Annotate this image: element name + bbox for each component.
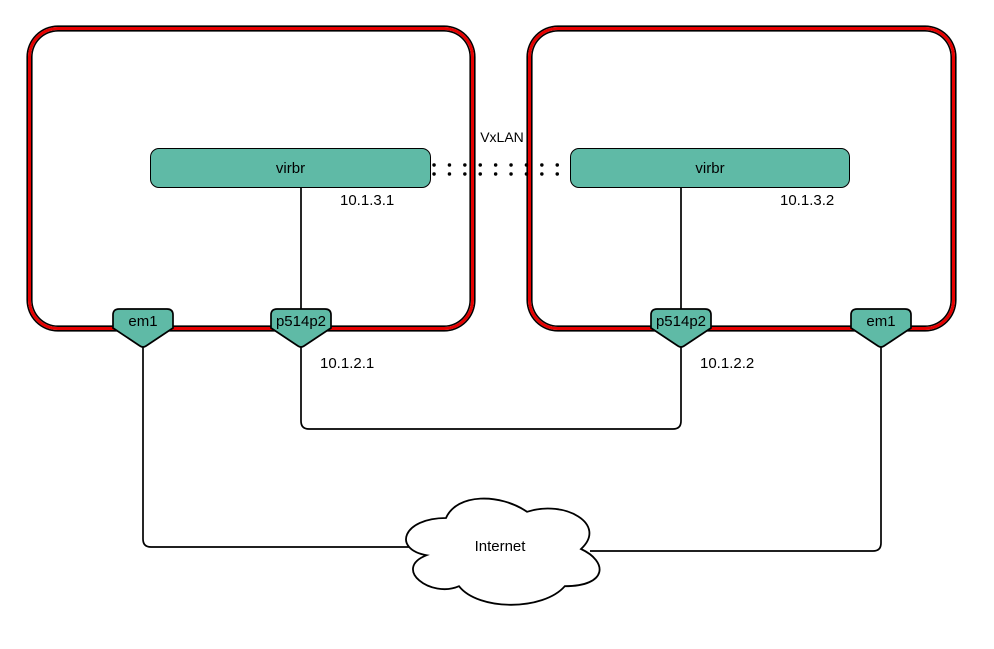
ip-label-p514p2-left: 10.1.2.1 [320,355,375,372]
host-box-right [528,27,955,330]
bridge-label: virbr [275,159,306,177]
ip-label-virbr-left: 10.1.3.1 [340,192,395,209]
internet-cloud-label: Internet [474,537,526,555]
port-label-em1-right: em1 [866,312,896,330]
port-label-em1-left: em1 [128,312,158,330]
ip-label-p514p2-right: 10.1.2.2 [700,355,755,372]
host-box-left [28,27,474,330]
port-label-p514p2-right: p514p2 [655,312,707,330]
bridge-node-virbr-left: virbr [150,148,431,188]
bridge-label: virbr [695,159,725,177]
link-em1-right-to-internet [590,345,882,552]
port-label-p514p2-left: p514p2 [275,312,327,330]
ip-label-virbr-right: 10.1.3.2 [780,192,835,209]
bridge-node-virbr-right: virbr [570,148,850,188]
vxlan-link-label: VxLAN [480,129,524,145]
link-em1-left-to-internet [142,345,410,548]
